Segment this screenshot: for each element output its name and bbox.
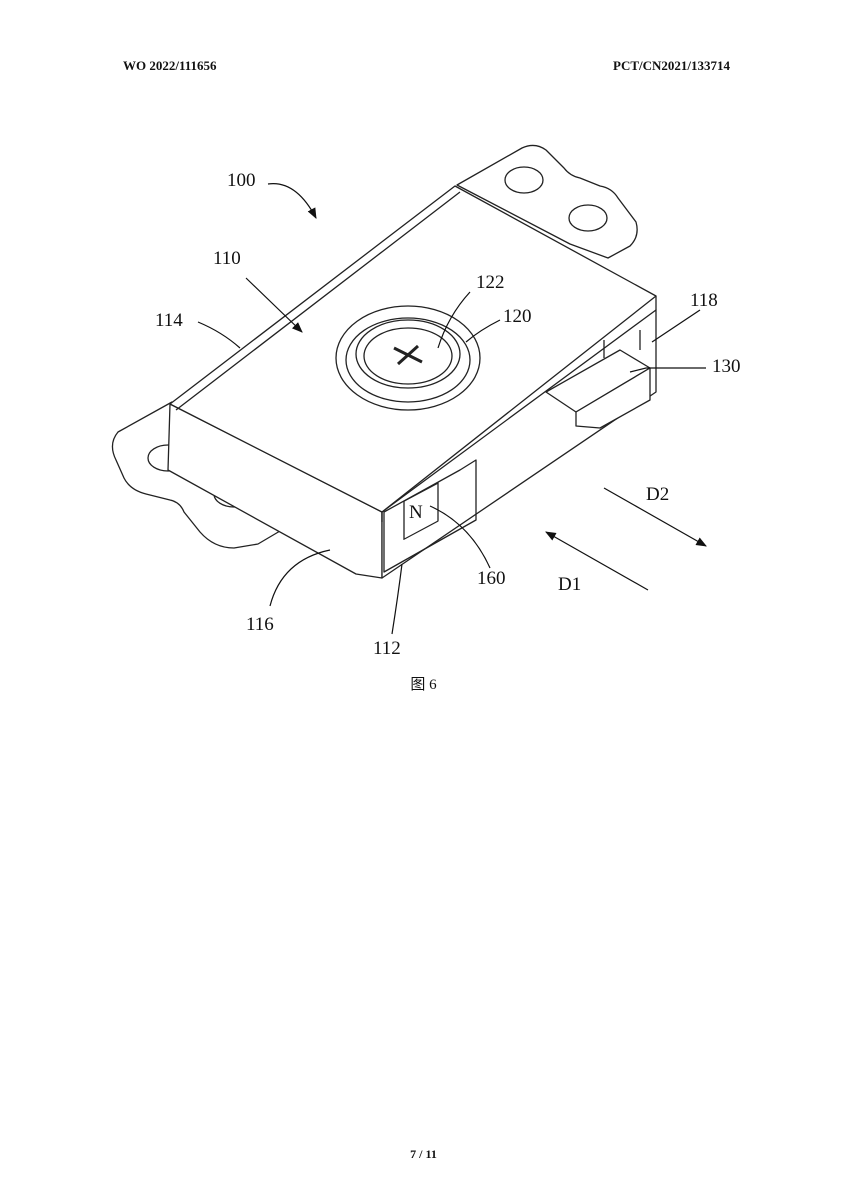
leader-116 [269, 549, 331, 607]
leader-114 [197, 321, 241, 349]
mounting-hole [504, 166, 544, 194]
publication-number: WO 2022/111656 [123, 58, 217, 73]
leader-110 [245, 277, 303, 333]
magnet-letter: N [409, 502, 423, 523]
ref-114: 114 [155, 310, 183, 331]
top-face-edge [175, 191, 657, 522]
cross-slot [393, 344, 423, 366]
arrow-d1 [545, 531, 649, 591]
leader-112 [391, 563, 403, 635]
mounting-hole [568, 204, 608, 232]
magnet-slot [383, 459, 477, 573]
leader-122 [437, 291, 471, 349]
leader-100 [267, 183, 317, 219]
knob [335, 305, 481, 411]
label-d1: D1 [558, 574, 581, 595]
application-number: PCT/CN2021/133714 [613, 58, 730, 73]
label-d2: D2 [646, 484, 669, 505]
leader-130 [629, 367, 706, 373]
ref-120: 120 [503, 306, 532, 327]
leader-120 [465, 319, 501, 343]
figure-caption: 图 6 [410, 677, 437, 693]
ref-112: 112 [373, 638, 401, 659]
leader-118 [651, 309, 701, 343]
ref-100: 100 [227, 170, 256, 191]
ref-118: 118 [690, 290, 718, 311]
leader-160 [429, 505, 491, 569]
ref-122: 122 [476, 272, 505, 293]
ref-160: 160 [477, 568, 506, 589]
ref-130: 130 [712, 356, 741, 377]
ref-110: 110 [213, 248, 241, 269]
back-mounting-tab [456, 144, 638, 259]
slider [545, 330, 651, 429]
ref-116: 116 [246, 614, 274, 635]
arrow-d2 [603, 487, 707, 547]
patent-drawing: N 100 110 114 122 120 118 130 160 116 11… [111, 144, 741, 659]
page-indicator: 7 / 11 [410, 1147, 437, 1161]
